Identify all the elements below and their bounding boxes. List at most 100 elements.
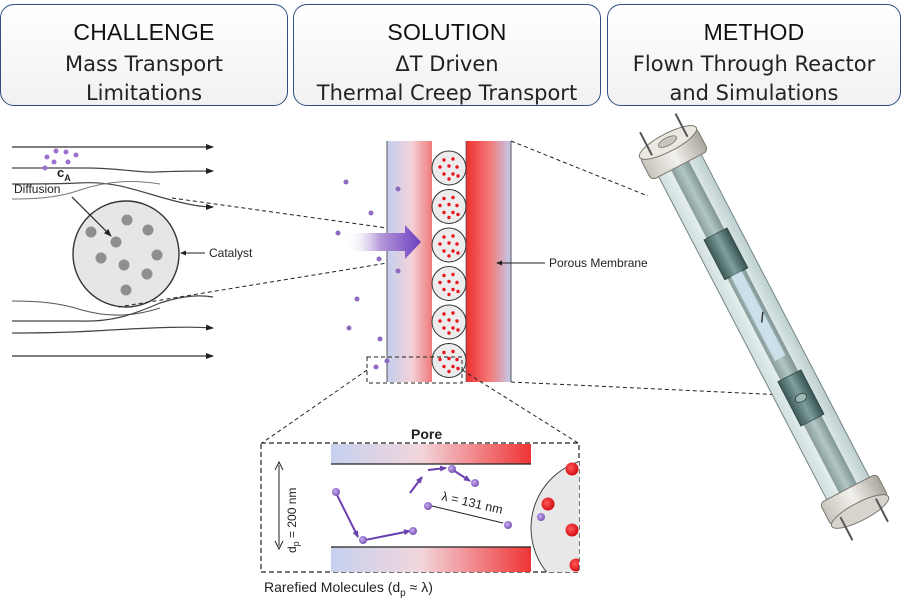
- catalyst-label: Catalyst: [209, 246, 253, 260]
- active-site-dot: [451, 311, 455, 315]
- active-site-dot: [451, 326, 455, 330]
- streamline: [11, 324, 214, 334]
- active-site-dot: [447, 331, 451, 335]
- active-site-dot: [442, 210, 446, 215]
- active-site-dot: [447, 164, 451, 168]
- challenge-title: CHALLENGE: [73, 19, 215, 45]
- mean-free-path-line: [431, 505, 504, 524]
- active-site-dot: [438, 319, 442, 323]
- active-site-dot: [455, 242, 459, 246]
- diffusion-arrow: [71, 196, 112, 237]
- method-title: METHOD: [703, 19, 805, 45]
- active-site-dot: [447, 292, 451, 297]
- active-site-dot: [442, 326, 446, 330]
- reactor-membrane-section: [730, 271, 786, 361]
- active-site-dot: [455, 203, 459, 208]
- active-site-dot: [455, 357, 459, 362]
- active-site-dot: [456, 366, 460, 371]
- active-site-dot: [438, 242, 442, 246]
- active-site-dot: [438, 357, 442, 362]
- diffusion-label: Diffusion: [14, 182, 60, 196]
- active-site-dot: [442, 364, 446, 369]
- active-site-dot: [447, 279, 451, 284]
- zoom-connector: [261, 369, 368, 444]
- streamline: [12, 167, 214, 175]
- solution-box: SOLUTION ΔT Driven Thermal Creep Transpo…: [293, 4, 601, 106]
- method-box: METHOD Flown Through Reactor and Simulat…: [607, 4, 901, 106]
- active-site-dot: [456, 212, 460, 217]
- zoom-connector: [117, 255, 431, 308]
- active-site-dot: [442, 235, 446, 239]
- active-site-dot: [451, 210, 455, 215]
- zoom-connector: [510, 381, 785, 396]
- streamline: [11, 300, 161, 316]
- active-site-dot: [447, 215, 451, 220]
- active-site-dot: [447, 254, 451, 258]
- pore-diameter-label: dp = 200 nm: [285, 488, 301, 553]
- solution-line1: ΔT Driven: [395, 52, 499, 76]
- active-site-dot: [447, 202, 451, 207]
- active-site-dot: [455, 319, 459, 323]
- pore-wall-bottom: [331, 547, 531, 572]
- active-site-dot: [455, 280, 459, 285]
- porous-membrane-label: Porous Membrane: [549, 256, 648, 270]
- streamline: [11, 182, 214, 210]
- active-site-dot: [442, 249, 446, 253]
- active-site-dot: [447, 356, 451, 361]
- active-site-dot: [442, 350, 446, 355]
- active-site-dot: [451, 272, 455, 277]
- reactor-tube-icon: [638, 113, 890, 541]
- streamline: [12, 295, 214, 322]
- reactant-molecules: [42, 148, 79, 171]
- challenge-flow-diagram: cA Diffusion Catalyst: [11, 144, 253, 359]
- active-site-dot: [451, 287, 455, 292]
- concentration-label: cA: [57, 165, 71, 183]
- active-site-dot: [451, 249, 455, 253]
- active-site-dot: [438, 203, 442, 208]
- zoom-connector: [461, 369, 579, 444]
- challenge-line1: Mass Transport: [64, 52, 224, 76]
- active-site-dot: [456, 328, 460, 332]
- active-site-dot: [451, 234, 455, 238]
- active-site-dot: [438, 165, 442, 169]
- inset-catalyst-particle: [530, 461, 579, 572]
- molecule-trajectories: [335, 465, 471, 541]
- active-site-dot: [451, 364, 455, 369]
- active-site-dot: [451, 172, 455, 176]
- pore-label: Pore: [411, 426, 442, 442]
- solution-line2: Thermal Creep Transport: [316, 81, 578, 105]
- rarefied-molecules-label: Rarefied Molecules (dp ≈ λ): [264, 579, 433, 599]
- streamline: [11, 181, 161, 200]
- active-site-dot: [447, 369, 451, 374]
- solution-title: SOLUTION: [387, 19, 507, 45]
- membrane-cold-wall: [387, 141, 432, 382]
- zoom-connector: [510, 140, 649, 197]
- gas-molecules: [335, 179, 401, 370]
- active-site-dot: [442, 287, 446, 292]
- active-site-dot: [447, 318, 451, 322]
- active-site-dot: [447, 177, 451, 181]
- active-site-dot: [451, 157, 455, 161]
- method-line2: and Simulations: [669, 81, 839, 105]
- challenge-line2: Limitations: [85, 81, 203, 105]
- pore-zoom-inset: Pore dp = 200 nm λ = 131 nm: [260, 426, 580, 573]
- active-site-dot: [447, 241, 451, 245]
- pore-wall-top: [331, 444, 531, 464]
- active-site-dot: [456, 174, 460, 178]
- active-site-dot: [442, 196, 446, 201]
- catalyst-active-sites: [85, 214, 163, 296]
- active-site-dot: [442, 273, 446, 278]
- reactor-rods: [639, 113, 889, 541]
- membrane-particles: [431, 150, 467, 378]
- method-line1: Flown Through Reactor: [632, 52, 876, 76]
- active-site-dot: [438, 280, 442, 285]
- active-site-dot: [442, 312, 446, 316]
- active-site-dot: [456, 251, 460, 255]
- challenge-box: CHALLENGE Mass Transport Limitations: [0, 4, 288, 106]
- porous-membrane-diagram: Porous Membrane: [335, 141, 648, 384]
- active-site-dot: [451, 195, 455, 200]
- active-site-dot: [442, 172, 446, 176]
- inset-active-sites: [541, 462, 579, 572]
- active-site-dot: [451, 349, 455, 354]
